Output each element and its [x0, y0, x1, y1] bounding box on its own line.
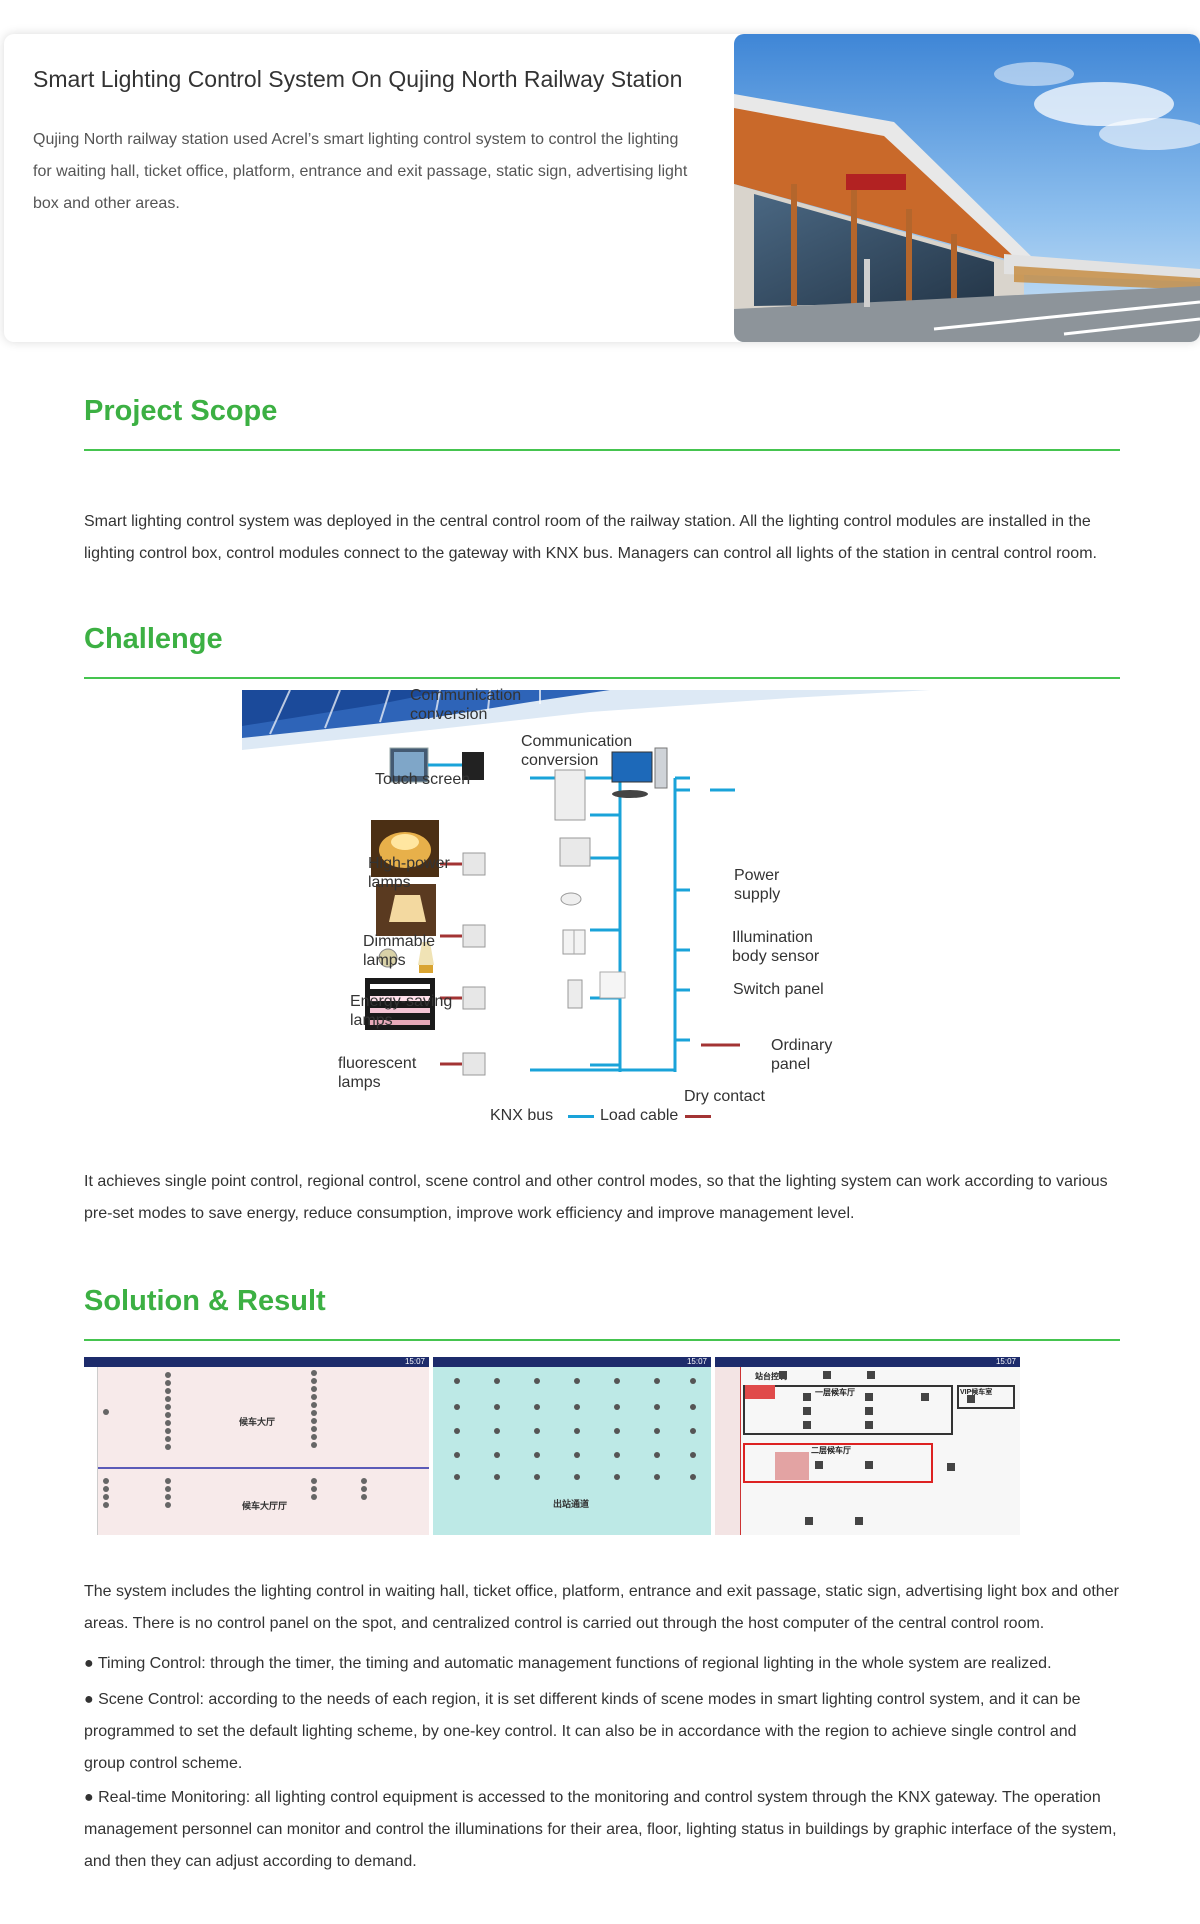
gateway-module: [554, 769, 586, 821]
switch-panel-label: Switch panel: [733, 981, 824, 998]
illumination-sensor-label: Illumination body sensor: [732, 929, 820, 965]
screen1-buttons: [103, 1370, 367, 1508]
screen2-buttons: [454, 1378, 696, 1480]
realtime-monitoring-bullet: ● Real-time Monitoring: all lighting con…: [84, 1789, 1117, 1870]
railway-station-image: [734, 34, 1200, 342]
control-modules-left: [462, 852, 486, 1076]
ordinary-panel-label: Ordinary panel: [771, 1037, 833, 1073]
challenge-text: It achieves single point control, region…: [84, 1173, 1108, 1222]
screen-titlebar: [84, 1357, 429, 1367]
comm-conversion-right-label: Communication conversion: [521, 733, 633, 769]
touch-screen-device: [389, 747, 484, 783]
load-cable-legend-label: Load cable: [600, 1107, 679, 1124]
dimmable-lamp-image: [376, 884, 436, 936]
hero-card: Smart Lighting Control System On Qujing …: [4, 34, 1200, 342]
zone-scene-control-screen: 15:07 站台控制 一层候车厅 VIP候车室 二层候车厅: [715, 1357, 1020, 1535]
challenge-title: Challenge: [84, 623, 223, 655]
high-power-lamp-image: [371, 820, 439, 877]
blue-banner: [242, 690, 930, 750]
comm-conversion-left-label: Communication conversion: [410, 687, 522, 723]
system-topology-diagram: Communication conversion Communication c…: [230, 687, 930, 1140]
control-software-screenshots: 15:07 候车大厅 候车大厅厅 15:07 出站通道: [84, 1357, 1120, 1535]
dry-contact-label: Dry contact: [684, 1088, 765, 1105]
screen3-buttons: [779, 1371, 975, 1525]
switch-panel-device: [562, 929, 586, 955]
solution-title: Solution & Result: [84, 1285, 326, 1317]
screen-titlebar: [715, 1357, 1020, 1367]
station-photo: [734, 34, 1200, 342]
knx-bus-lines: [530, 776, 735, 1072]
energy-saving-lamps-label: Energy-saving lamps: [350, 993, 453, 1029]
illumination-sensor-device: [560, 892, 582, 906]
section-divider: [84, 449, 1120, 451]
dimmable-lamps-label: Dimmable lamps: [363, 933, 436, 969]
power-supply-label: Power supply: [734, 867, 781, 903]
knx-bus-legend-label: KNX bus: [490, 1107, 554, 1124]
computer-icon: [611, 747, 668, 798]
solution-intro-text: The system includes the lighting control…: [84, 1583, 1119, 1632]
timing-control-bullet: ● Timing Control: through the timer, the…: [84, 1655, 1052, 1672]
fluorescent-lamps-label: fluorescent lamps: [338, 1055, 417, 1091]
dry-contact-device: [567, 971, 626, 1009]
hero-description: Qujing North railway station used Acrel’…: [33, 131, 688, 212]
fluorescent-lamp-image: [365, 978, 435, 1030]
exit-passage-control-screen: 15:07 出站通道: [433, 1357, 711, 1535]
scene-control-bullet: ● Scene Control: according to the needs …: [84, 1691, 1081, 1772]
section-divider: [84, 1339, 1120, 1341]
power-supply-device: [559, 837, 591, 867]
touch-screen-label: Touch screen: [375, 771, 471, 788]
load-cable-lines: [440, 862, 740, 1066]
project-scope-text: Smart lighting control system was deploy…: [84, 513, 1097, 562]
hero-title: Smart Lighting Control System On Qujing …: [33, 66, 683, 92]
high-power-lamps-label: High-power lamps: [368, 855, 450, 891]
waiting-hall-control-screen: 15:07 候车大厅 候车大厅厅: [84, 1357, 429, 1535]
section-divider: [84, 677, 1120, 679]
load-cable-legend-swatch: [685, 1115, 711, 1118]
topology-graphics: [242, 690, 930, 1076]
knx-bus-legend-swatch: [568, 1115, 594, 1118]
energy-saving-lamp-image: [378, 942, 434, 973]
screen-titlebar: [433, 1357, 711, 1367]
project-scope-title: Project Scope: [84, 395, 278, 427]
